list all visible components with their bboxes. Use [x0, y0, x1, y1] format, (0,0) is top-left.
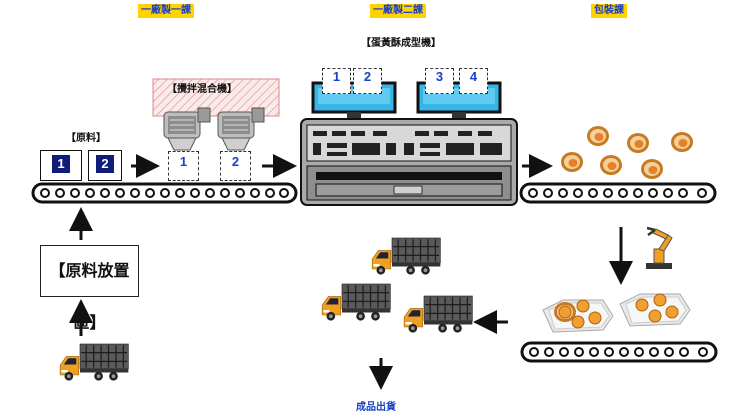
dept-forming: 一廠製二課 [370, 4, 426, 18]
pastry-icon [600, 155, 622, 175]
raw-slot-1: 1 [52, 155, 70, 173]
machine-slot-1: 1 [322, 68, 351, 94]
raw-slot-2: 2 [96, 155, 114, 173]
pastry-icon [641, 159, 663, 179]
pastry-icon [561, 152, 583, 172]
storage-area-box: 【原料放置區】 [40, 245, 139, 332]
dept-mixing: 一廠製一課 [138, 4, 194, 18]
machine-slot-3: 3 [425, 68, 454, 94]
pastry-icon [576, 299, 590, 313]
conveyor-belt-2 [519, 182, 717, 204]
pastry-icon [588, 311, 602, 325]
mixer-label: 【攪拌混合機】 [167, 84, 237, 95]
raw-material-box-2: 2 [88, 150, 122, 181]
pastry-icon [665, 305, 679, 319]
machine-slot-4: 4 [459, 68, 488, 94]
conveyor-belt-1 [31, 182, 298, 204]
pastry-icon [558, 305, 572, 319]
truck-icon [371, 237, 441, 276]
truck-icon [403, 295, 473, 334]
dept-packaging: 包裝課 [591, 4, 627, 18]
raw-material-box-1: 1 [40, 150, 82, 181]
mixer-slot-1: 1 [168, 151, 199, 181]
pastry-icon [571, 315, 585, 329]
pastry-icon [627, 133, 649, 153]
pastry-icon [653, 293, 667, 307]
forming-machine-label: 【蛋黃酥成型機】 [361, 38, 441, 49]
shipping-label: 成品出貨 [356, 402, 396, 413]
mixer-slot-2: 2 [220, 151, 251, 181]
pastry-icon [648, 309, 662, 323]
pastry-icon [635, 298, 649, 312]
robot-arm-icon [646, 226, 673, 269]
forming-machine-icon [300, 81, 518, 206]
pastry-icon [587, 126, 609, 146]
machine-slot-2: 2 [353, 68, 382, 94]
pastry-icon [671, 132, 693, 152]
truck-icon [321, 283, 391, 322]
conveyor-belt-3 [520, 341, 718, 363]
flow-arrows [69, 154, 633, 390]
raw-material-label: 【原料】 [66, 133, 106, 144]
mixer-icon [217, 107, 265, 151]
mixer-icon [163, 107, 211, 151]
